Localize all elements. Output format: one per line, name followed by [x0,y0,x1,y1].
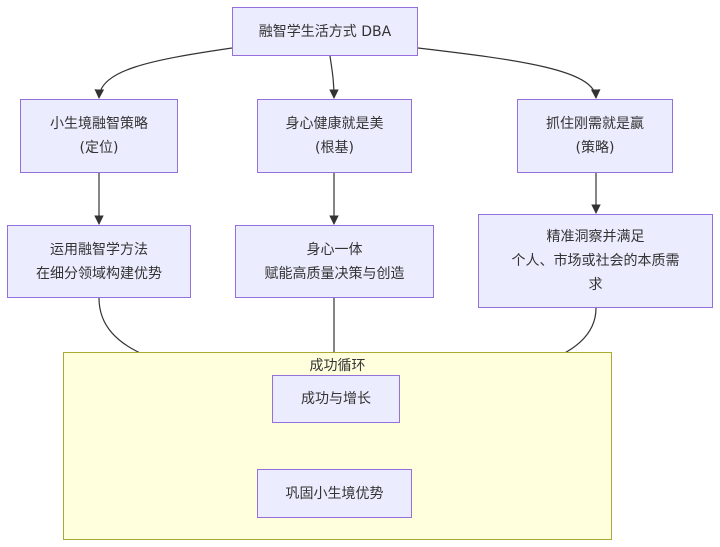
node-branch-1-title: 小生境融智策略 [50,116,148,132]
node-detail-1[interactable]: 运用融智学方法 在细分领域构建优势 [7,225,191,298]
node-branch-3-title: 抓住刚需就是赢 [546,116,644,132]
node-branch-2-title: 身心健康就是美 [285,116,384,132]
edge-root-to-branch-3 [417,47,601,99]
node-branch-3[interactable]: 抓住刚需就是赢 (策略) [517,99,673,173]
node-detail-3-line-1: 精准洞察并满足 [546,229,645,245]
node-branch-3-subtitle: (策略) [575,140,615,156]
edge-root-to-branch-2 [329,55,339,99]
node-success-growth[interactable]: 成功与增长 [272,375,400,423]
node-root-label: 融智学生活方式 DBA [258,23,392,40]
node-detail-2-line-2: 赋能高质量决策与创造 [264,265,405,282]
node-branch-1-subtitle: (定位) [79,140,119,156]
node-detail-3[interactable]: 精准洞察并满足 个人、市场或社会的本质需 求 [478,214,713,308]
node-branch-2[interactable]: 身心健康就是美 (根基) [257,99,412,173]
node-detail-3-line-3: 求 [588,277,603,293]
node-consolidate-niche-label: 巩固小生境优势 [285,485,384,502]
node-detail-1-line-1: 运用融智学方法 [50,241,148,258]
node-detail-2[interactable]: 身心一体 赋能高质量决策与创造 [235,225,434,298]
edge-root-to-branch-1 [94,47,233,99]
node-detail-2-line-1: 身心一体 [306,241,363,258]
node-branch-1[interactable]: 小生境融智策略 (定位) [20,99,178,173]
node-consolidate-niche[interactable]: 巩固小生境优势 [257,469,412,518]
node-root[interactable]: 融智学生活方式 DBA [232,7,418,56]
node-success-growth-label: 成功与增长 [301,391,371,407]
node-detail-1-line-2: 在细分领域构建优势 [36,265,162,282]
node-branch-2-subtitle: (根基) [315,140,354,156]
node-detail-3-line-2: 个人、市场或社会的本质需 [511,253,680,269]
cluster-label: 成功循环 [309,358,366,374]
